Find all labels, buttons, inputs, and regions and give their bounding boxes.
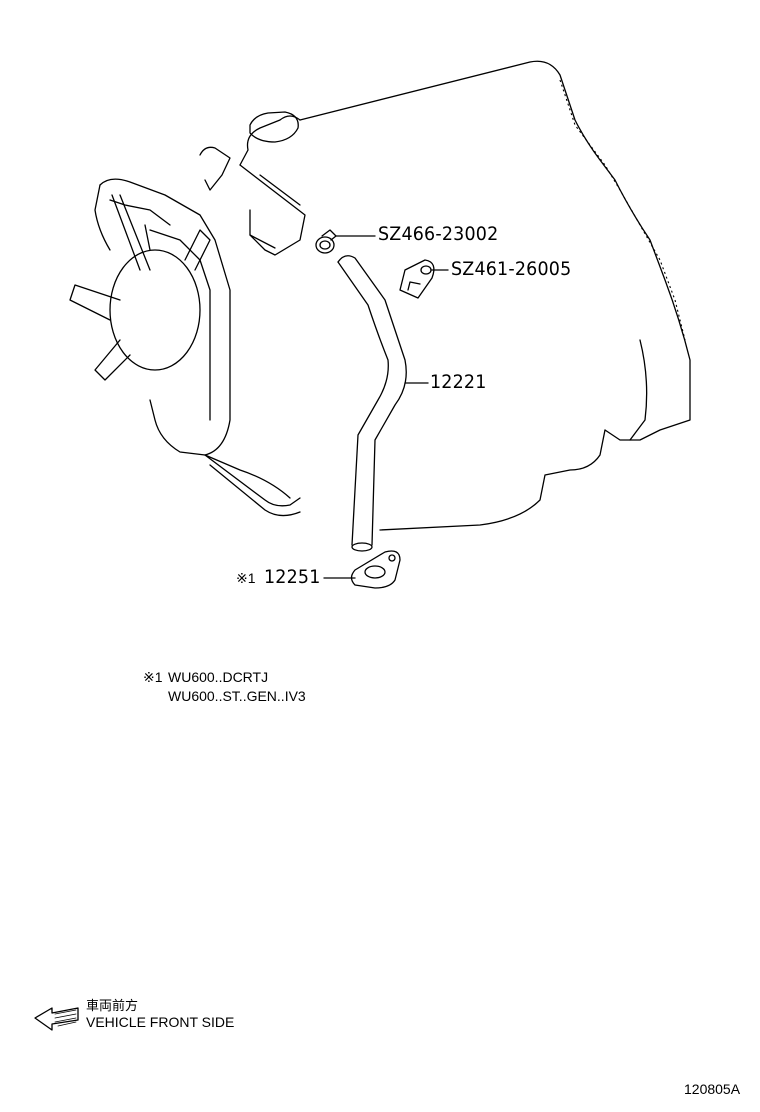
note-line-2: WU600..ST..GEN..IV3 [168, 688, 306, 704]
clip-sz461-26005 [399, 259, 449, 299]
part-label-gasket: 12251 [264, 566, 321, 588]
part-label-clip-b: SZ461-26005 [451, 258, 572, 280]
figure-id: 120805A [684, 1081, 741, 1097]
hose-12221 [337, 255, 407, 552]
gasket-12251 [323, 550, 401, 589]
gasket-note-mark: ※1 [236, 570, 256, 586]
part-label-hose: 12221 [430, 371, 487, 393]
vehicle-front-arrow-icon [34, 1007, 79, 1031]
note-line-1: WU600..DCRTJ [168, 669, 269, 685]
clip-sz466-23002 [315, 229, 376, 254]
part-label-clip-a: SZ466-23002 [378, 223, 499, 245]
vehicle-front-jp-label: 車両前方 [86, 999, 139, 1014]
engine-block [69, 60, 691, 531]
note-mark: ※1 [143, 669, 163, 685]
vehicle-front-en-label: VEHICLE FRONT SIDE [86, 1014, 235, 1030]
